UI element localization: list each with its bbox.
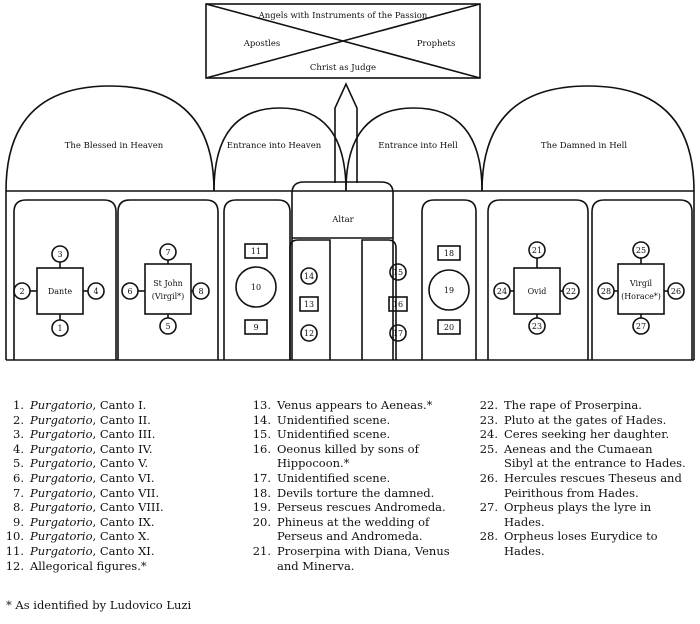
panel-frame-6 bbox=[421, 199, 477, 360]
scene-number: 5 bbox=[165, 322, 170, 331]
panel-frame-7 bbox=[487, 199, 589, 360]
panel-frame-5 bbox=[361, 239, 397, 360]
scene-number: 27 bbox=[636, 322, 646, 331]
legend-item: 1.Purgatorio, Canto I. bbox=[13, 398, 147, 412]
scene-number: 4 bbox=[93, 287, 98, 296]
legend-item: 2.Purgatorio, Canto II. bbox=[13, 412, 151, 427]
legend-item: 19.Perseus rescues Andromeda. bbox=[252, 500, 446, 515]
legend-item: 14.Unidentified scene. bbox=[252, 412, 391, 427]
vault-right-label: Prophets bbox=[417, 39, 456, 49]
panel-frame-2 bbox=[117, 199, 219, 360]
panel-frame-1 bbox=[13, 199, 117, 360]
legend-column-3: 22.The rape of Proserpina. 23.Pluto at t… bbox=[470, 398, 686, 559]
scene-number: 13 bbox=[304, 300, 314, 309]
scene-number: 7 bbox=[165, 248, 170, 257]
panel-8-box bbox=[617, 263, 665, 315]
scene-number: 18 bbox=[444, 249, 454, 258]
panel-8-sublabel: (Horace*) bbox=[621, 292, 661, 301]
scene-number: 14 bbox=[304, 272, 314, 281]
scene-number: 2 bbox=[19, 287, 24, 296]
scene-number: 19 bbox=[444, 286, 454, 295]
lunette-entrance-heaven bbox=[213, 107, 347, 192]
lunette-damned bbox=[481, 85, 695, 192]
legend-item: 6.Purgatorio, Canto VI. bbox=[13, 470, 155, 485]
altar-block bbox=[291, 181, 394, 360]
scene-number: 8 bbox=[198, 287, 203, 296]
legend-item: 23.Pluto at the gates of Hades. bbox=[479, 412, 667, 427]
lunette-blessed bbox=[5, 85, 215, 192]
panel-7-label: Ovid bbox=[528, 287, 547, 296]
scene-number: 20 bbox=[444, 323, 454, 332]
scene-number: 12 bbox=[304, 329, 314, 338]
lunette-label-damned: The Damned in Hell bbox=[541, 141, 628, 151]
scene-number: 10 bbox=[251, 283, 261, 292]
legend-item: 15.Unidentified scene. bbox=[252, 427, 391, 442]
scene-number: 23 bbox=[532, 322, 542, 331]
scene-number: 26 bbox=[671, 287, 681, 296]
lunette-label-entrance-hell: Entrance into Hell bbox=[378, 141, 458, 151]
legend-item: 7.Purgatorio, Canto VII. bbox=[13, 485, 160, 500]
legend-item: 17.Unidentified scene. bbox=[252, 470, 391, 485]
obelisk bbox=[334, 82, 358, 183]
panel-2-sublabel: (Virgil*) bbox=[152, 292, 185, 301]
panel-frame-4 bbox=[289, 239, 331, 360]
footnote: * As identified by Ludovico Luzi bbox=[6, 598, 192, 612]
scene-number: 24 bbox=[497, 287, 507, 296]
vault-left-label: Apostles bbox=[243, 39, 281, 49]
altar-label: Altar bbox=[331, 215, 354, 225]
legend-item: 3.Purgatorio, Canto III. bbox=[13, 427, 156, 442]
legend-item: 8.Purgatorio, Canto VIII. bbox=[13, 500, 164, 515]
panel-2-label: St John bbox=[153, 279, 183, 288]
panel-frame-8 bbox=[591, 199, 693, 360]
legend-column-1: 1.Purgatorio, Canto I. 2.Purgatorio, Can… bbox=[4, 398, 164, 573]
lunette-entrance-hell bbox=[345, 107, 483, 192]
chapel-wall-diagram: Angels with Instruments of the Passion A… bbox=[5, 3, 695, 361]
vault-box bbox=[205, 3, 481, 79]
vault-bottom-label: Christ as Judge bbox=[310, 63, 376, 73]
legend-item: 13.Venus appears to Aeneas.* bbox=[252, 398, 433, 412]
scene-number: 11 bbox=[251, 247, 261, 256]
scene-number: 3 bbox=[57, 250, 62, 259]
scene-number: 25 bbox=[636, 246, 646, 255]
legend-item: 11.Purgatorio, Canto XI. bbox=[5, 543, 155, 558]
panel-2-box bbox=[144, 263, 192, 315]
legend-item: 24.Ceres seeking her daughter. bbox=[479, 427, 670, 442]
legend-item: 4.Purgatorio, Canto IV. bbox=[13, 441, 153, 456]
scene-number: 9 bbox=[253, 323, 258, 332]
panel-frame-3 bbox=[223, 199, 291, 360]
scene-number: 15 bbox=[393, 268, 403, 277]
scene-number: 21 bbox=[532, 246, 542, 255]
panel-8-label: Virgil bbox=[629, 279, 653, 288]
legend-item: 12.Allegorical figures.* bbox=[5, 558, 147, 573]
legend-item: 10.Purgatorio, Canto X. bbox=[5, 529, 150, 544]
vault-top-label: Angels with Instruments of the Passion bbox=[258, 11, 428, 21]
legend-item: 9.Purgatorio, Canto IX. bbox=[13, 514, 155, 529]
lunette-label-entrance-heaven: Entrance into Heaven bbox=[227, 141, 322, 151]
scene-number: 1 bbox=[57, 324, 62, 333]
scene-number: 22 bbox=[566, 287, 576, 296]
scene-number: 6 bbox=[127, 287, 132, 296]
lunette-label-blessed: The Blessed in Heaven bbox=[65, 141, 164, 151]
legend-item: 18.Devils torture the damned. bbox=[252, 485, 435, 500]
scene-number: 16 bbox=[393, 300, 403, 309]
legend-column-2: 13.Venus appears to Aeneas.* 14.Unidenti… bbox=[244, 398, 450, 573]
panel-1-label: Dante bbox=[48, 287, 73, 296]
legend-item: 5.Purgatorio, Canto V. bbox=[13, 456, 149, 471]
scene-number: 28 bbox=[601, 287, 611, 296]
legend-item: 22.The rape of Proserpina. bbox=[479, 398, 642, 412]
scene-number: 17 bbox=[393, 329, 403, 338]
